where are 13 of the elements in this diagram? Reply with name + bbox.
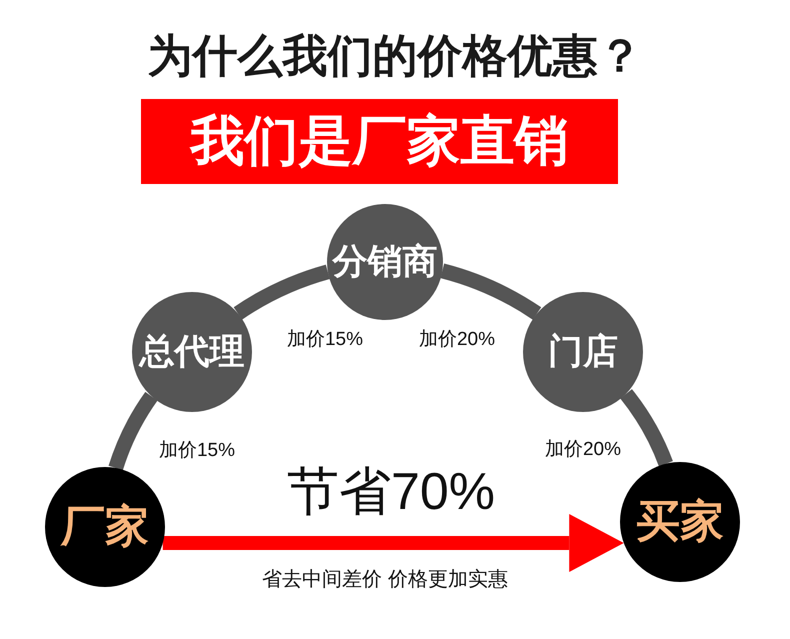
title: 为什么我们的价格优惠？ bbox=[148, 30, 642, 82]
connector-line bbox=[108, 392, 158, 471]
connector-line bbox=[234, 264, 330, 320]
node-label: 厂家 bbox=[61, 502, 149, 552]
connector-line bbox=[440, 264, 541, 320]
note-text: 省去中间差价 价格更加实惠 bbox=[262, 568, 508, 592]
node-label: 总代理 bbox=[140, 332, 244, 372]
node-label: 分销商 bbox=[332, 242, 438, 282]
connector-line bbox=[620, 389, 673, 467]
banner-text: 我们是厂家直销 bbox=[190, 112, 568, 172]
node-label: 买家 bbox=[636, 498, 724, 546]
banner bbox=[141, 99, 618, 184]
node-label: 门店 bbox=[548, 332, 618, 372]
